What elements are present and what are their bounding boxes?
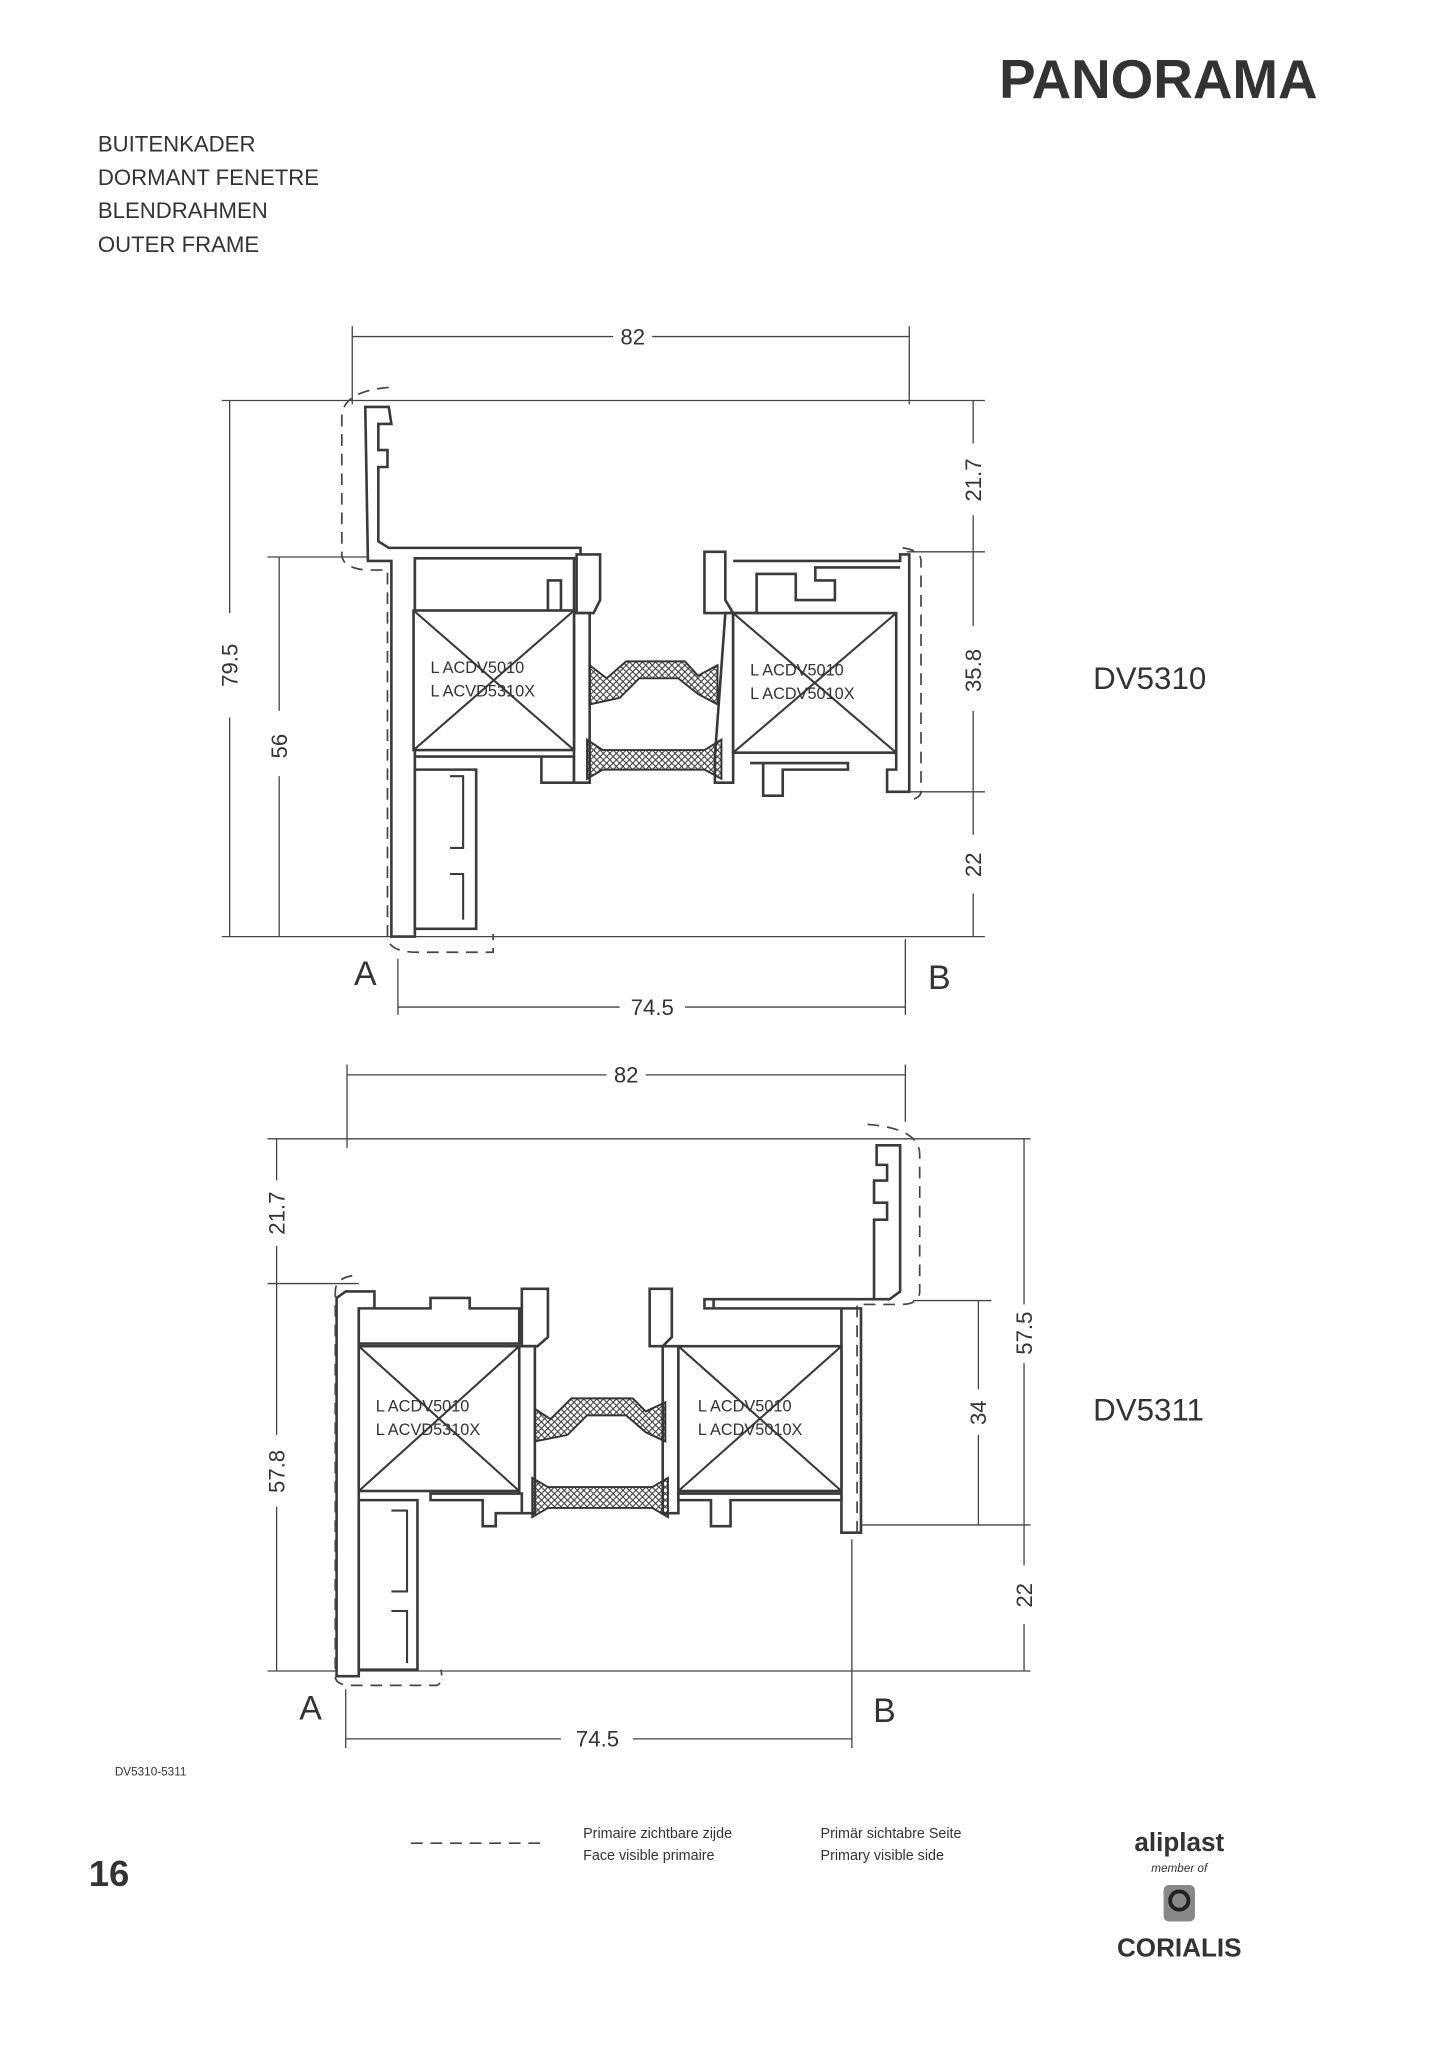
profile-code-dv5310: DV5310 xyxy=(1093,661,1206,696)
box-label-right-1: L ACDV5010 xyxy=(750,662,844,680)
profile-drawing-dv5311: 82 21.7 57.8 34 57.5 22 74.5 A B xyxy=(264,1063,1204,1752)
glazing-bead-box-right xyxy=(677,1344,843,1493)
thermal-break-upper xyxy=(588,660,719,707)
dim-82: 82 xyxy=(620,324,645,349)
box-label-left-1: L ACDV5010 xyxy=(376,1397,470,1415)
subtitle-en: OUTER FRAME xyxy=(98,232,259,257)
dim-56: 56 xyxy=(267,734,292,759)
dim-82: 82 xyxy=(614,1063,639,1088)
point-a: A xyxy=(354,955,377,993)
box-label-right-2: L ACDV5010X xyxy=(750,685,855,703)
box-label-left-2: L ACVD5310X xyxy=(376,1421,481,1439)
box-label-right-2: L ACDV5010X xyxy=(698,1421,803,1439)
glazing-bead-box-left xyxy=(357,1344,521,1493)
page-number: 16 xyxy=(89,1853,130,1894)
logo-group: CORIALIS xyxy=(1117,1933,1242,1963)
point-b: B xyxy=(928,959,951,997)
thermal-break-lower xyxy=(586,737,723,781)
logo-brand: aliplast xyxy=(1134,1827,1224,1857)
aliplast-corialis-logo: aliplast member of CORIALIS xyxy=(1117,1827,1242,1963)
legend-en: Primary visible side xyxy=(821,1848,944,1864)
thermal-break-upper xyxy=(533,1397,667,1443)
dim-21-7: 21.7 xyxy=(264,1192,289,1235)
profile-code-dv5311: DV5311 xyxy=(1093,1393,1204,1428)
glazing-bead-box-left xyxy=(412,609,576,752)
legend-nl: Primaire zichtbare zijde xyxy=(583,1826,732,1842)
dim-74-5: 74.5 xyxy=(576,1727,619,1752)
dim-74-5: 74.5 xyxy=(631,995,674,1020)
subtitle-nl: BUITENKADER xyxy=(98,131,256,156)
page-title: PANORAMA xyxy=(999,48,1317,110)
point-a: A xyxy=(299,1689,322,1727)
legend-fr: Face visible primaire xyxy=(583,1848,714,1864)
point-b: B xyxy=(873,1692,896,1730)
dim-21-7: 21.7 xyxy=(961,458,986,501)
dim-57-8: 57.8 xyxy=(264,1450,289,1493)
box-label-left-1: L ACDV5010 xyxy=(431,659,525,677)
subtitle-de: BLENDRAHMEN xyxy=(98,198,268,223)
box-label-left-2: L ACVD5310X xyxy=(431,683,536,701)
corialis-emblem-icon xyxy=(1163,1884,1195,1922)
subtitle-fr: DORMANT FENETRE xyxy=(98,165,319,190)
dim-34: 34 xyxy=(966,1400,991,1425)
profile-drawing-dv5310: 82 79.5 56 21.7 35.8 22 74.5 A B xyxy=(217,324,1206,1019)
logo-tagline: member of xyxy=(1151,1862,1209,1875)
legend-de: Primär sichtabre Seite xyxy=(821,1826,962,1842)
dim-35-8: 35.8 xyxy=(961,649,986,692)
dim-22: 22 xyxy=(1012,1583,1037,1608)
dim-22: 22 xyxy=(961,853,986,878)
glazing-bead-box-right xyxy=(731,611,898,754)
drawing-reference: DV5310-5311 xyxy=(115,1765,187,1778)
dim-79-5: 79.5 xyxy=(217,644,242,687)
thermal-break-lower xyxy=(531,1476,669,1519)
dim-57-5: 57.5 xyxy=(1012,1312,1037,1355)
box-label-right-1: L ACDV5010 xyxy=(698,1397,792,1415)
